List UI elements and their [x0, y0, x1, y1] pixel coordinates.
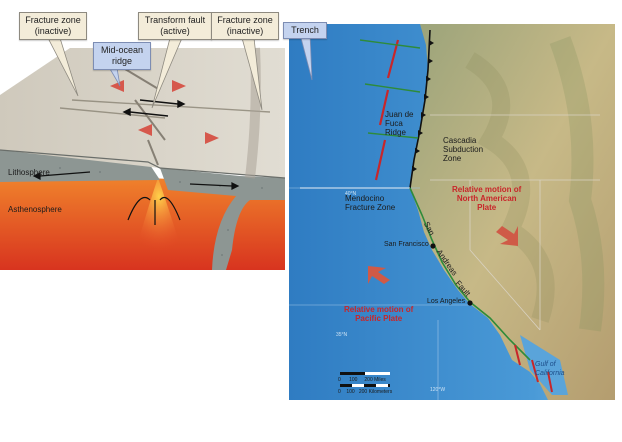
scale-miles: 0 100 200 Miles — [338, 376, 386, 385]
label-asthenosphere: Asthenosphere — [8, 205, 62, 214]
callout-fracture-zone-right: Fracture zone (inactive) — [211, 12, 279, 40]
graticule-label-40n: 40°N — [345, 190, 356, 199]
label-lithosphere: Lithosphere — [8, 168, 50, 177]
label-juan-de-fuca-ridge: Juan de Fuca Ridge — [385, 110, 413, 137]
label-pacific-plate-motion: Relative motion of Pacific Plate — [344, 305, 413, 323]
graticule-label-35n: 35°N — [336, 331, 347, 340]
callout-transform-fault: Transform fault (active) — [138, 12, 212, 40]
label-san-francisco: San Francisco — [384, 240, 429, 249]
label-los-angeles: Los Angeles — [427, 297, 465, 306]
label-gulf-of-california: Gulf of California — [535, 360, 565, 378]
graticule-label-120w: 120°W — [430, 386, 445, 395]
label-north-american-plate-motion: Relative motion of North American Plate — [452, 185, 521, 212]
callout-mid-ocean-ridge: Mid-ocean ridge — [93, 42, 151, 70]
callout-trench: Trench — [283, 22, 327, 39]
callout-fracture-zone-left: Fracture zone (inactive) — [19, 12, 87, 40]
scale-kilometers: 0 100 200 Kilometers — [338, 388, 392, 397]
label-cascadia-subduction-zone: Cascadia Subduction Zone — [443, 136, 483, 163]
los-angeles-dot — [467, 300, 472, 305]
san-francisco-dot — [430, 243, 435, 248]
